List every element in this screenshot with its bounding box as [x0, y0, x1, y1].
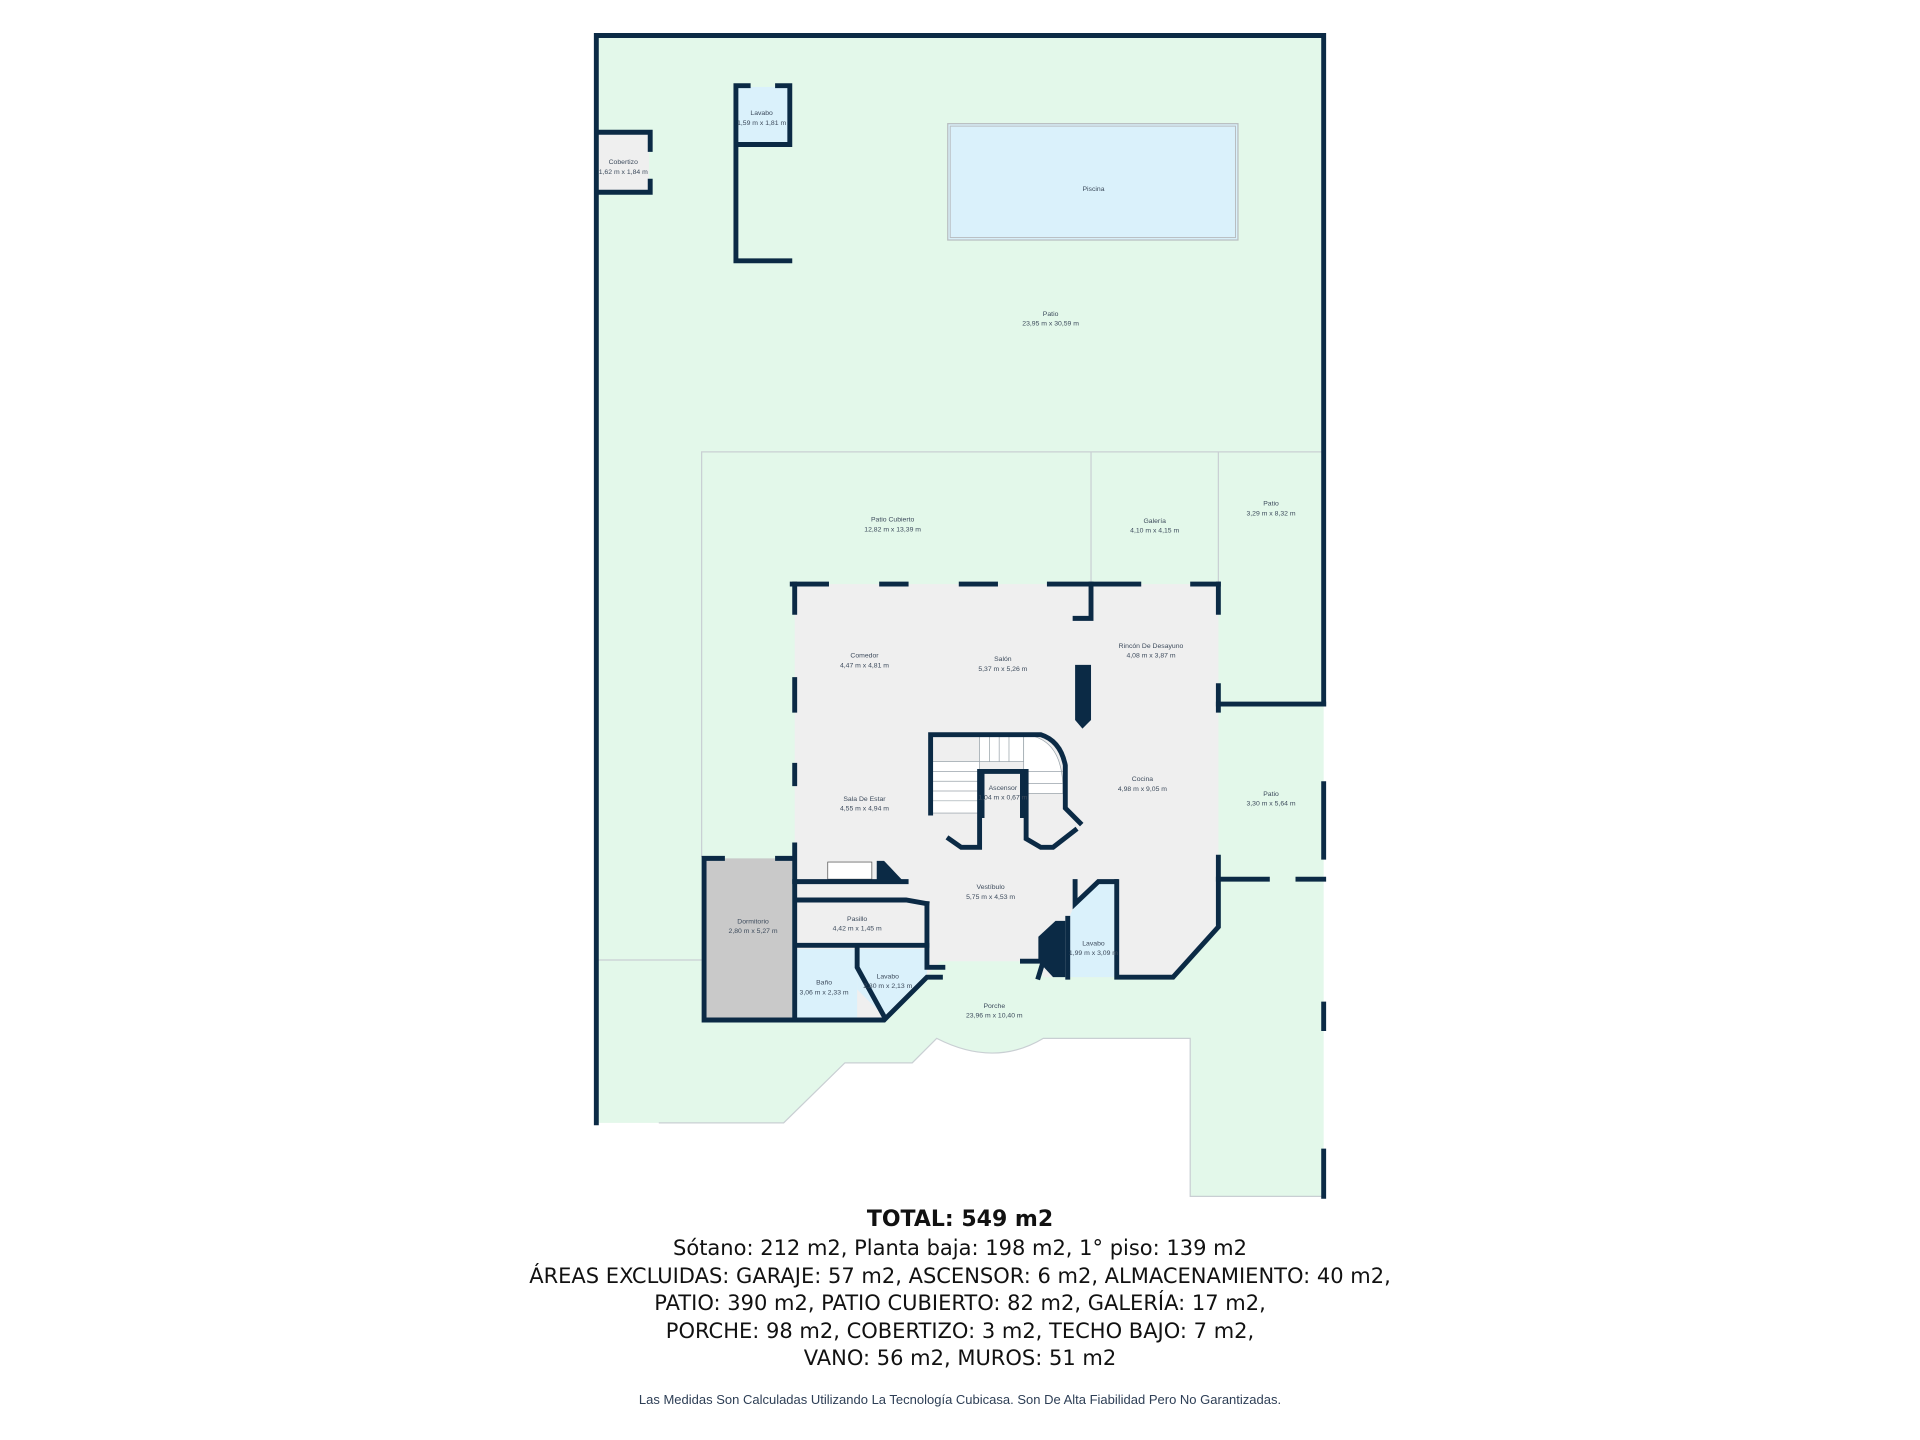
- summary-line: PORCHE: 98 m2, COBERTIZO: 3 m2, TECHO BA…: [665, 1318, 1255, 1343]
- room-size: 1,99 m x 3,09 m: [1069, 950, 1118, 957]
- room-size: 4,47 m x 4,81 m: [840, 662, 889, 669]
- room-size: 4,08 m x 3,87 m: [1126, 653, 1175, 660]
- room-name: Lavabo: [877, 973, 900, 980]
- staircase: [930, 734, 1064, 814]
- room-name: Dormitorio: [737, 918, 769, 925]
- room-size: 2,30 m x 2,13 m: [863, 983, 912, 990]
- wall-pillar-west: [876, 860, 904, 882]
- room-name: Salón: [994, 656, 1012, 663]
- room-name: Piscina: [1082, 186, 1104, 193]
- bathroom-floor: [794, 948, 858, 1019]
- room-size: 1,04 m x 0,67 m: [978, 795, 1027, 802]
- room-size: 23,96 m x 10,40 m: [966, 1013, 1023, 1020]
- room-name: Patio: [1043, 311, 1059, 318]
- room-name: Comedor: [850, 653, 879, 660]
- shed: [598, 132, 649, 192]
- room-name: Cobertizo: [609, 159, 638, 166]
- fireplace: [827, 861, 873, 880]
- room-name: Porche: [983, 1003, 1005, 1010]
- pool-inner-edge: [949, 125, 1236, 239]
- room-labels: Cobertizo 1,62 m x 1,84 m Lavabo 1,59 m …: [599, 110, 1296, 1019]
- area-summary: TOTAL: 549 m2 Sótano: 212 m2, Planta baj…: [0, 1205, 1920, 1373]
- room-size: 4,42 m x 1,45 m: [833, 926, 882, 933]
- room-size: 12,82 m x 13,39 m: [864, 526, 921, 533]
- room-name: Pasillo: [847, 916, 867, 923]
- house-walls: [701, 581, 1327, 1023]
- galeria-boundary: [1090, 451, 1219, 585]
- room-size: 1,62 m x 1,84 m: [599, 169, 648, 176]
- room-name: Rincón De Desayuno: [1119, 643, 1184, 650]
- room-size: 3,29 m x 8,32 m: [1246, 511, 1295, 518]
- room-name: Galería: [1143, 518, 1166, 525]
- room-size: 3,06 m x 2,33 m: [800, 989, 849, 996]
- room-size: 5,37 m x 5,26 m: [978, 666, 1027, 673]
- room-name: Patio: [1263, 791, 1279, 798]
- room-name: Patio: [1263, 501, 1279, 508]
- room-name: Cocina: [1132, 776, 1153, 783]
- outdoor-washroom-wall: [733, 83, 793, 264]
- room-name: Vestíbulo: [977, 884, 1005, 891]
- room-size: 5,75 m x 4,53 m: [966, 894, 1015, 901]
- total-area: TOTAL: 549 m2: [866, 1207, 1054, 1232]
- room-name: Sala De Estar: [843, 796, 886, 803]
- room-size: 23,95 m x 30,59 m: [1022, 321, 1079, 328]
- outdoor-washroom: [737, 86, 789, 145]
- summary-line: PATIO: 390 m2, PATIO CUBIERTO: 82 m2, GA…: [654, 1291, 1266, 1315]
- washroom-floor-east: [1067, 881, 1116, 978]
- room-name: Patio Cubierto: [871, 517, 915, 524]
- room-size: 4,10 m x 4,15 m: [1130, 528, 1179, 535]
- covered-patio-boundary: [701, 451, 1324, 858]
- room-size: 2,80 m x 5,27 m: [729, 928, 778, 935]
- room-name: Baño: [816, 979, 832, 986]
- summary-line: Sótano: 212 m2, Planta baja: 198 m2, 1° …: [673, 1236, 1247, 1260]
- perimeter-wall: [593, 33, 1327, 1126]
- summary-line: ÁREAS EXCLUIDAS: GARAJE: 57 m2, ASCENSOR…: [529, 1263, 1391, 1288]
- bedroom-floor: [704, 858, 793, 1019]
- pool: [947, 123, 1239, 241]
- room-size: 3,30 m x 5,64 m: [1246, 801, 1295, 808]
- summary-line: VANO: 56 m2, MUROS: 51 m2: [803, 1346, 1117, 1370]
- room-size: 1,59 m x 1,81 m: [737, 120, 786, 127]
- disclaimer: Las Medidas Son Calculadas Utilizando La…: [638, 1392, 1282, 1407]
- wall-pillar-east: [1038, 920, 1066, 978]
- room-name: Ascensor: [989, 785, 1018, 792]
- room-name: Lavabo: [750, 110, 773, 117]
- chimney: [1075, 664, 1092, 729]
- shed-wall: [596, 129, 653, 195]
- room-size: 4,98 m x 9,05 m: [1118, 786, 1167, 793]
- room-size: 4,55 m x 4,94 m: [840, 806, 889, 813]
- room-name: Lavabo: [1082, 940, 1105, 947]
- porch-boundary: [658, 1037, 1324, 1197]
